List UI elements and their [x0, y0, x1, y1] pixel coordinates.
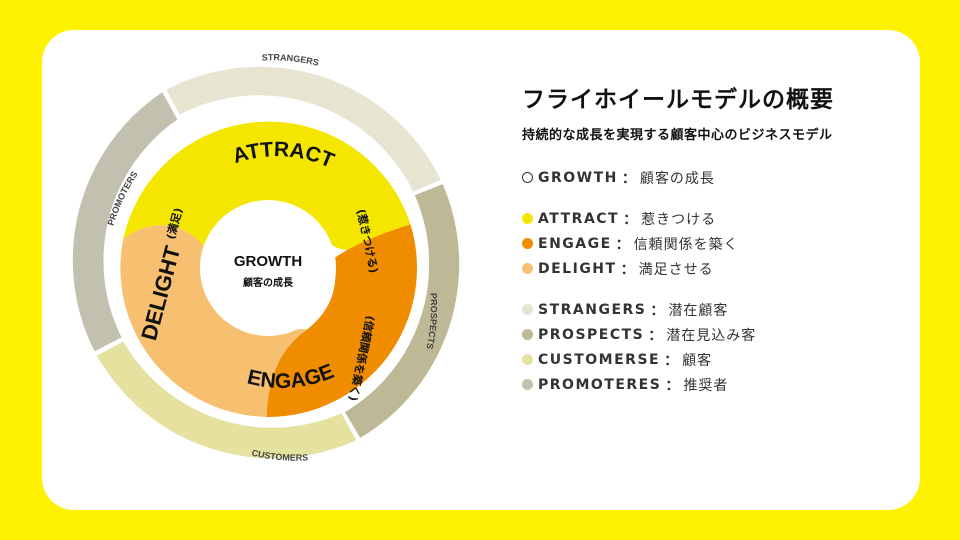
- legend-separator: ：: [623, 211, 638, 228]
- legend-separator: ：: [620, 261, 635, 278]
- color-dot-icon: [522, 304, 533, 315]
- legend-term: ENGAGE: [538, 235, 612, 252]
- page-title: フライホイールモデルの概要: [522, 87, 834, 113]
- strangers-label: STRANGERS: [262, 52, 320, 67]
- promoters-segment: [72, 92, 178, 352]
- color-dot-icon: [522, 329, 533, 340]
- attract-segment: [123, 121, 411, 250]
- legend-desc: 潜在顧客: [668, 302, 729, 319]
- legend-item-customerse: CUSTOMERSE：顧客: [522, 347, 922, 372]
- legend-term: PROMOTERES: [538, 376, 662, 393]
- legend-desc: 潜在見込み客: [666, 327, 757, 344]
- legend-term: STRANGERS: [538, 301, 647, 318]
- legend-item-growth: GROWTH ： 顧客の成長: [522, 165, 922, 190]
- legend-panel: フライホイールモデルの概要 持続的な成長を実現する顧客中心のビジネスモデル GR…: [522, 82, 922, 397]
- legend-term: DELIGHT: [538, 260, 617, 277]
- legend-item-delight: DELIGHT：満足させる: [522, 256, 922, 281]
- legend-desc: 惹きつける: [641, 211, 717, 228]
- engage-segment: [266, 224, 417, 417]
- legend-desc: 信頼関係を築く: [633, 236, 739, 253]
- growth-hub: [200, 200, 336, 336]
- legend-term: GROWTH: [538, 169, 618, 186]
- legend-separator: ：: [648, 327, 663, 344]
- content-card: STRANGERS PROSPECTS CUSTOMERS PROMOTERS …: [42, 30, 920, 510]
- growth-title: GROWTH: [234, 253, 302, 270]
- legend-desc: 顧客の成長: [639, 170, 715, 187]
- legend-item-strangers: STRANGERS：潜在顧客: [522, 297, 922, 322]
- hollow-circle-icon: [522, 172, 533, 183]
- legend-desc: 顧客: [682, 352, 713, 369]
- flywheel-diagram: STRANGERS PROSPECTS CUSTOMERS PROMOTERS …: [72, 52, 460, 463]
- delight-segment: [120, 225, 308, 417]
- legend-item-prospects: PROSPECTS：潜在見込み客: [522, 322, 922, 347]
- legend-separator: ：: [665, 377, 680, 394]
- legend-item-promoteres: PROMOTERES：推奨者: [522, 372, 922, 397]
- legend-separator: ：: [621, 170, 636, 187]
- legend-desc: 満足させる: [638, 261, 714, 278]
- page-subtitle: 持続的な成長を実現する顧客中心のビジネスモデル: [522, 128, 833, 143]
- legend-separator: ：: [650, 302, 665, 319]
- legend-item-attract: ATTRACT：惹きつける: [522, 206, 922, 231]
- color-dot-icon: [522, 379, 533, 390]
- color-dot-icon: [522, 354, 533, 365]
- color-dot-icon: [522, 263, 533, 274]
- legend-term: ATTRACT: [538, 210, 620, 227]
- legend-separator: ：: [615, 236, 630, 253]
- legend-desc: 推奨者: [683, 377, 729, 394]
- customers-segment: [96, 341, 357, 459]
- color-dot-icon: [522, 238, 533, 249]
- prospects-segment: [344, 184, 460, 438]
- legend-term: CUSTOMERSE: [538, 351, 661, 368]
- growth-subtitle: 顧客の成長: [243, 276, 294, 289]
- legend-separator: ：: [664, 352, 679, 369]
- strangers-segment: [166, 66, 441, 192]
- legend-item-engage: ENGAGE：信頼関係を築く: [522, 231, 922, 256]
- color-dot-icon: [522, 213, 533, 224]
- legend-term: PROSPECTS: [538, 326, 645, 343]
